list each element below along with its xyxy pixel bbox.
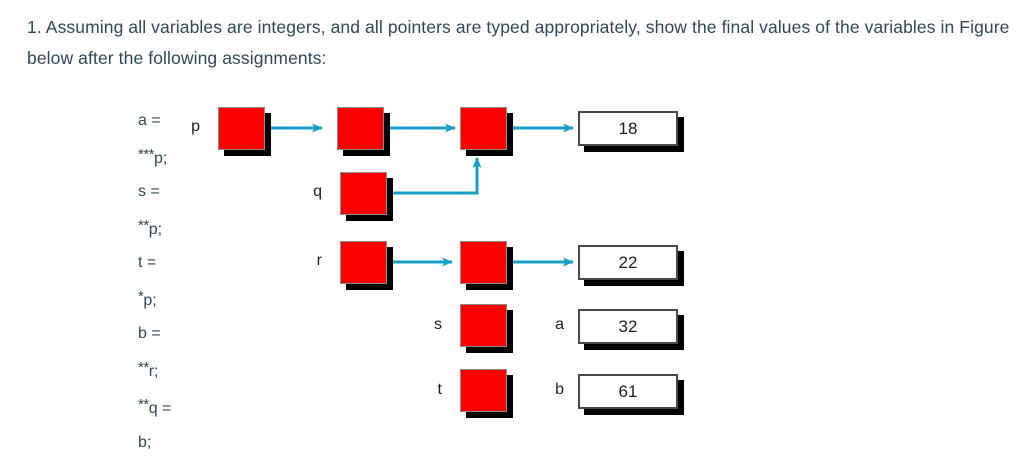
pointer-node-q <box>340 172 387 215</box>
pointer-node-t <box>460 369 507 412</box>
node-face <box>460 107 507 150</box>
label-p: p <box>178 118 200 136</box>
pointer-node-p2 <box>337 107 384 150</box>
pointer-node-p3 <box>460 107 507 150</box>
pointer-node-r1 <box>340 241 387 284</box>
value-text: 32 <box>578 309 678 344</box>
value-text: 22 <box>578 245 678 280</box>
label-q: q <box>300 183 322 201</box>
pointer-diagram: p 18 q r 22 s a <box>0 0 1031 424</box>
node-face <box>337 107 384 150</box>
node-face <box>340 241 387 284</box>
value-box-61: 61 <box>578 374 678 409</box>
arrow-layer <box>0 0 1031 424</box>
value-box-32: 32 <box>578 309 678 344</box>
label-t: t <box>420 381 442 399</box>
value-text: 61 <box>578 374 678 409</box>
label-s: s <box>420 316 442 334</box>
pointer-node-s <box>460 304 507 347</box>
node-face <box>340 172 387 215</box>
node-face <box>460 369 507 412</box>
value-box-18: 18 <box>578 111 678 146</box>
label-r: r <box>300 252 322 270</box>
label-a: a <box>542 316 564 334</box>
node-face <box>460 241 507 284</box>
node-face <box>218 107 265 150</box>
pointer-node-p1 <box>218 107 265 150</box>
pointer-node-r2 <box>460 241 507 284</box>
assignment-line: b; <box>138 426 208 459</box>
node-face <box>460 304 507 347</box>
label-b: b <box>542 381 564 399</box>
value-box-22: 22 <box>578 245 678 280</box>
value-text: 18 <box>578 111 678 146</box>
